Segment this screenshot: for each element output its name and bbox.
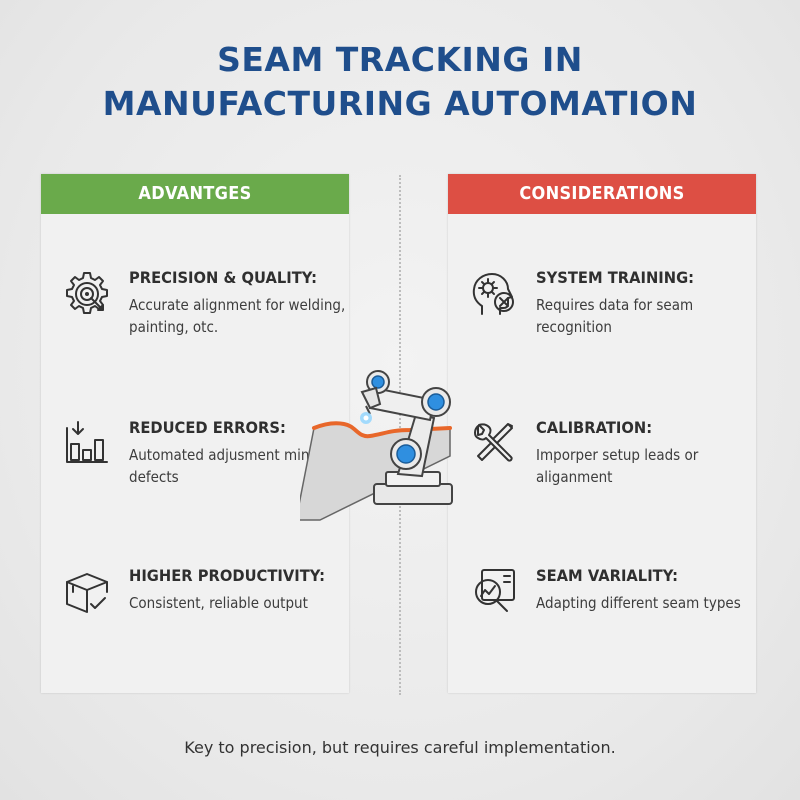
consideration-desc: Imporper setup leads or aliganment bbox=[536, 446, 699, 486]
consideration-desc: Adapting different seam types bbox=[536, 594, 741, 612]
seam-line bbox=[312, 421, 452, 439]
gear-target-icon bbox=[61, 268, 113, 320]
consideration-title: CALIBRATION: bbox=[536, 418, 653, 437]
considerations-header: CONSIDERATIONS bbox=[448, 174, 756, 214]
bar-chart-down-icon bbox=[61, 418, 113, 470]
advantages-panel: ADVANTGES PRECISION & QUALITY: Accurate … bbox=[41, 174, 353, 693]
magnifier-chart-icon bbox=[468, 566, 520, 618]
robot-arm-illustration bbox=[295, 362, 470, 522]
head-gear-x-icon bbox=[468, 268, 520, 320]
advantage-title: PRECISION & QUALITY: bbox=[129, 268, 318, 287]
robot-tool-head bbox=[360, 386, 382, 410]
considerations-panel: CONSIDERATIONS SYSTEM TRAINING: Requires… bbox=[448, 174, 756, 693]
advantage-title: REDUCED ERRORS: bbox=[129, 418, 286, 437]
advantage-title: HIGHER PRODUCTIVITY: bbox=[129, 566, 326, 585]
advantage-desc: Automated adjusment minimizes defects bbox=[129, 446, 353, 486]
consideration-desc: Requires data for seam recognition bbox=[536, 296, 694, 336]
page-title: SEAM TRACKING IN MANUFACTURING AUTOMATIO… bbox=[0, 38, 800, 126]
advantages-header: ADVANTGES bbox=[41, 174, 349, 214]
consideration-title: SYSTEM TRAINING: bbox=[536, 268, 695, 287]
title-line-1: SEAM TRACKING IN bbox=[217, 40, 583, 79]
wrench-screwdriver-icon bbox=[468, 418, 520, 470]
advantage-desc: Accurate alignment for welding, painting… bbox=[129, 296, 346, 336]
advantage-desc: Consistent, reliable output bbox=[129, 594, 308, 612]
box-check-icon bbox=[61, 566, 113, 618]
title-line-2: MANUFACTURING AUTOMATION bbox=[102, 84, 698, 123]
footer-note: Key to precision, but requires careful i… bbox=[184, 738, 616, 757]
consideration-title: SEAM VARIALITY: bbox=[536, 566, 678, 585]
